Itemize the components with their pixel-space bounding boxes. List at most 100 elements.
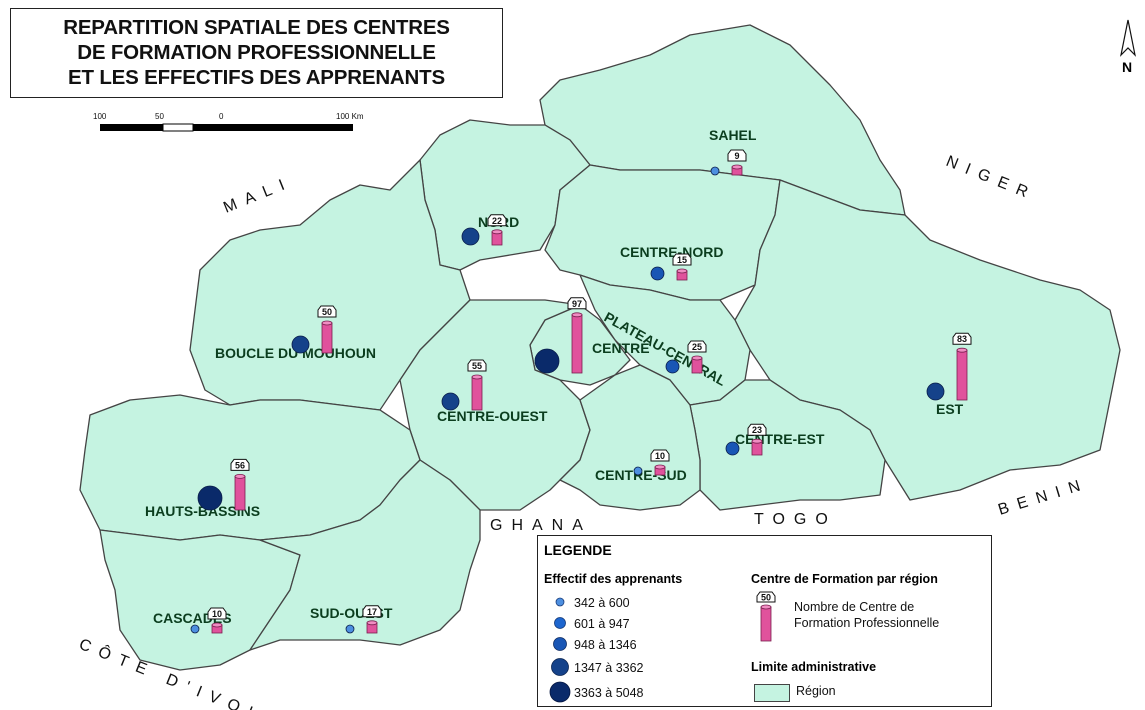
legend-cylinder-count: 50 (761, 593, 771, 603)
region-label-centre-nord: CENTRE-NORD (620, 244, 723, 260)
centres-count: 56 (235, 460, 245, 470)
centres-count-badge (687, 340, 707, 353)
region-label-hauts-bassins: HAUTS-BASSINS (145, 503, 260, 519)
centres-cylinder-top (321, 320, 333, 326)
country-label-benin: BENIN (996, 475, 1091, 519)
region-centre-nord (544, 164, 781, 301)
learners-circle (633, 466, 643, 476)
scale-label: 50 (155, 112, 164, 121)
region-label-boucle-du-mouhoun: BOUCLE DU MOUHOUN (215, 345, 376, 361)
learners-circle (461, 227, 480, 246)
north-label: N (1122, 59, 1132, 75)
centres-count: 55 (472, 361, 482, 371)
country-label-niger: NIGER (944, 153, 1039, 205)
scale-bar: 100 50 0 100 Km (93, 112, 364, 132)
centres-cylinder-top (234, 473, 246, 479)
legend-learners-class: 342 à 600 (574, 596, 630, 610)
scale-label: 100 (93, 112, 107, 121)
centres-cylinder-top (571, 312, 583, 318)
legend-centres-desc: Nombre de Centre de (794, 600, 915, 614)
legend-cylinder-icon: 50 (756, 591, 776, 642)
centres-count-badge (672, 253, 692, 266)
centres-cylinder-top (491, 229, 503, 235)
scale-label: 0 (219, 112, 224, 121)
legend-circle-icon (549, 681, 571, 703)
centres-cylinder (571, 314, 583, 374)
learners-circle (725, 441, 740, 456)
centres-count-badge (567, 297, 587, 310)
legend-circle-icon (555, 597, 565, 607)
map-title: ET LES EFFECTIFS DES APPRENANTS (68, 66, 445, 89)
north-arrow-icon: N (1120, 19, 1136, 75)
legend-region-swatch (754, 684, 790, 702)
legend-centres-desc: Formation Professionnelle (794, 616, 940, 630)
country-label-ghana: GHANA (490, 517, 592, 534)
centres-count-badge (362, 605, 382, 618)
learners-circle (197, 485, 223, 511)
centres-cylinder-top (471, 374, 483, 380)
learners-circle (534, 348, 560, 374)
learners-circle (190, 624, 200, 634)
centres-cylinder (471, 376, 483, 411)
centres-count-badge (952, 332, 972, 345)
region-cascades (99, 529, 301, 671)
centres-count: 9 (734, 151, 739, 161)
centres-count: 17 (367, 607, 377, 617)
scale-label: 100 Km (336, 112, 364, 121)
map-title: REPARTITION SPATIALE DES CENTRES (63, 16, 450, 39)
region-label-sahel: SAHEL (709, 127, 757, 143)
legend-learners-heading: Effectif des apprenants (544, 572, 683, 586)
centres-count: 10 (212, 609, 222, 619)
regions-layer (79, 24, 1121, 671)
centres-count: 97 (572, 299, 582, 309)
centres-cylinder-top (676, 268, 688, 274)
centres-count-badge (747, 423, 767, 436)
region-label-centre: CENTRE (592, 340, 650, 356)
centres-count-badge (230, 458, 250, 471)
country-label-mali: MALI (221, 173, 295, 216)
learners-circle (650, 266, 665, 281)
learners-circle (926, 382, 945, 401)
centres-count-badge (650, 449, 670, 462)
centres-count-badge (207, 607, 227, 620)
region-label-est: EST (936, 401, 964, 417)
legend-learners-class: 1347 à 3362 (574, 661, 644, 675)
legend-admin-heading: Limite administrative (751, 660, 877, 674)
centres-count: 15 (677, 255, 687, 265)
centres-cylinder (956, 349, 968, 401)
centres-count-badge (317, 305, 337, 318)
country-label-togo: TOGO (754, 511, 837, 528)
centres-cylinder (321, 322, 333, 354)
centres-cylinder (234, 475, 246, 511)
legend-centres-heading: Centre de Formation par région (751, 572, 938, 586)
map-title-box: REPARTITION SPATIALE DES CENTRES DE FORM… (10, 8, 503, 98)
centres-count: 22 (492, 216, 502, 226)
region-sud-ouest (249, 459, 481, 651)
legend-title: LEGENDE (544, 542, 612, 558)
learners-circle (710, 166, 720, 176)
centres-cylinder-top (366, 620, 378, 626)
centres-count-badge (467, 359, 487, 372)
centres-cylinder-top (654, 464, 666, 470)
legend-circles (549, 597, 571, 703)
learners-circle (345, 624, 355, 634)
centres-count: 83 (957, 334, 967, 344)
legend-learners-class: 3363 à 5048 (574, 686, 644, 700)
centres-cylinder-top (731, 164, 743, 170)
learners-circle (441, 392, 460, 411)
centres-count: 10 (655, 451, 665, 461)
legend-learners-class: 601 à 947 (574, 617, 630, 631)
centres-cylinder-top (691, 355, 703, 361)
centres-count: 25 (692, 342, 702, 352)
centres-count: 50 (322, 307, 332, 317)
legend-circle-icon (551, 658, 569, 676)
centres-cylinder-top (751, 438, 763, 444)
legend-learners-class: 948 à 1346 (574, 638, 637, 652)
legend-circle-icon (554, 617, 566, 629)
legend-region-label: Région (796, 684, 836, 698)
centres-cylinder-top (211, 622, 223, 628)
learners-circle (291, 335, 310, 354)
map-title: DE FORMATION PROFESSIONNELLE (77, 41, 436, 64)
